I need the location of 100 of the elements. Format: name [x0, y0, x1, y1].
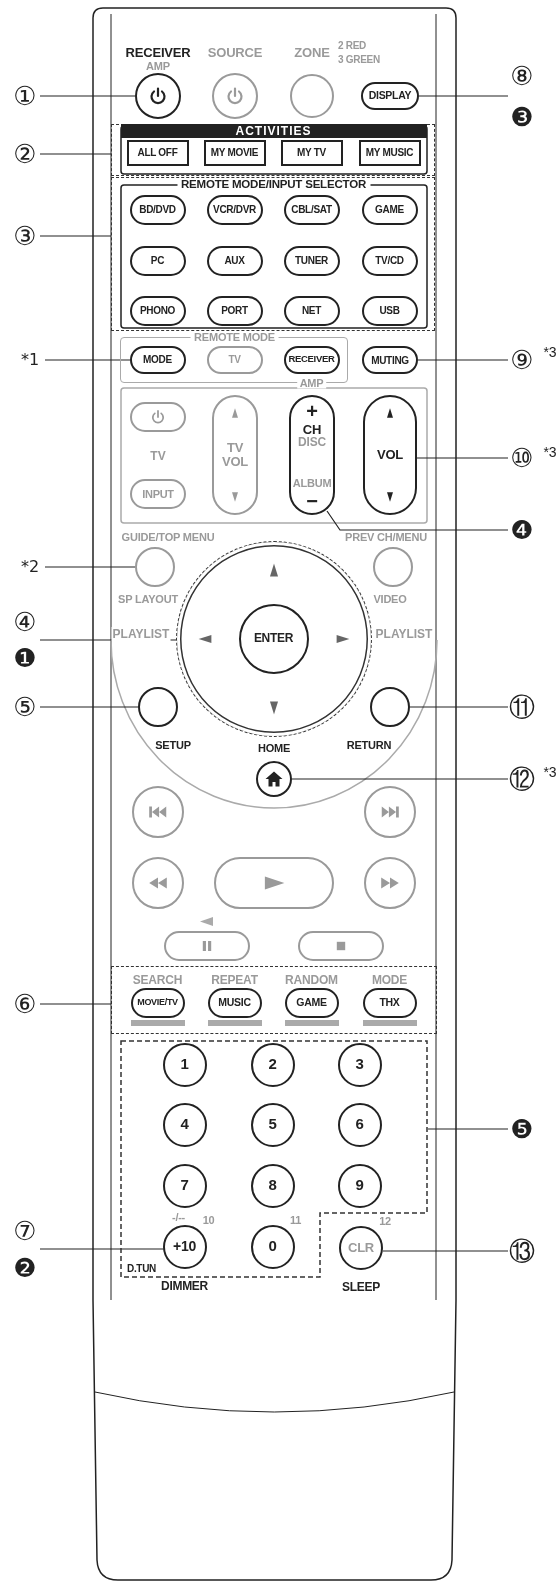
dashed-group-outline — [111, 124, 435, 176]
leader-line — [39, 235, 112, 237]
remote-button: 8 — [250, 1163, 295, 1208]
remote-button: INPUT — [130, 479, 186, 509]
remote-button: MY MOVIE — [203, 139, 266, 166]
callout-number: ❹ — [510, 517, 534, 543]
remote-button: MUTING — [362, 346, 418, 374]
callout-number: ⑩ — [510, 445, 534, 471]
leader-line — [427, 1128, 509, 1130]
remote-button: TV VOL — [212, 395, 258, 515]
remote-button: GAME — [361, 194, 418, 225]
footnote-mark: *3 — [543, 765, 557, 779]
dashed-group-outline — [111, 966, 437, 1034]
button-label: SEARCH — [132, 973, 183, 986]
remote-button: VOL — [363, 395, 417, 515]
callout-number: ④ — [13, 609, 37, 635]
footnote-mark: *2 — [20, 559, 40, 575]
remote-button: 2 — [250, 1042, 295, 1087]
panel-label: TV — [149, 449, 167, 463]
remote-button: PHONO — [129, 295, 186, 326]
button-label: SETUP — [155, 739, 191, 751]
remote-button: CBL/SAT — [283, 194, 340, 225]
remote-button: 1 — [162, 1042, 207, 1087]
panel-label: PLAYLIST — [374, 627, 434, 641]
button-label: 11 — [290, 1214, 301, 1225]
button-label: -/-- — [172, 1211, 185, 1222]
remote-button: NET — [283, 295, 340, 326]
button-label: REPEAT — [211, 973, 258, 986]
remote-button: MY TV — [280, 139, 343, 166]
leader-line — [39, 95, 136, 97]
button-label: MODE — [371, 973, 408, 986]
callout-number: ② — [13, 141, 37, 167]
remote-button: BD/DVD — [129, 194, 186, 225]
button-label: SP LAYOUT — [118, 593, 178, 605]
remote-button: TV — [206, 345, 263, 374]
callout-number: ③ — [13, 223, 37, 249]
leader-line — [39, 706, 139, 708]
leader-line — [291, 778, 509, 780]
remote-button: ALL OFF — [126, 139, 189, 166]
button-label: AMP — [296, 377, 327, 388]
button-label: DIMMER — [161, 1279, 208, 1292]
callout-number: ⑬ — [509, 1238, 535, 1264]
leader-line — [382, 1250, 509, 1252]
leader-line — [39, 1003, 112, 1005]
leader-line — [39, 153, 112, 155]
button-label: RECEIVER — [125, 45, 191, 59]
callout-number: ① — [13, 83, 37, 109]
section-heading: REMOTE MODE/INPUT SELECTOR — [177, 178, 370, 191]
remote-button: TUNER — [283, 245, 340, 276]
remote-button: VCR/DVR — [206, 194, 263, 225]
callout-number: ⑥ — [13, 991, 37, 1017]
button-label: RETURN — [346, 739, 392, 751]
remote-button: 7 — [162, 1163, 207, 1208]
section-heading: REMOTE MODE — [190, 331, 279, 342]
remote-button: 3 — [337, 1042, 382, 1087]
remote-button: 6 — [337, 1102, 382, 1147]
callout-number: ❷ — [13, 1255, 37, 1281]
remote-button: TV/CD — [361, 245, 418, 276]
button-label: VIDEO — [373, 593, 407, 605]
dashed-group-outline — [111, 177, 435, 331]
button-label: AMP — [146, 60, 170, 72]
footnote-mark: *3 — [543, 345, 557, 359]
callout-number: ⑧ — [510, 63, 534, 89]
callout-number: ⑪ — [509, 694, 535, 720]
remote-button: MODE — [129, 345, 186, 374]
remote-button: DISPLAY — [361, 82, 419, 110]
button-label: PREV CH/MENU — [345, 531, 427, 543]
leader-line — [417, 359, 509, 361]
callout-number: ❶ — [13, 645, 37, 671]
button-label: GUIDE/TOP MENU — [121, 531, 215, 543]
button-label: SOURCE — [207, 45, 263, 59]
callout-number: ⑨ — [510, 347, 534, 373]
button-label: 2 RED — [338, 41, 366, 51]
remote-button: AUX — [206, 245, 263, 276]
round-button — [364, 786, 416, 838]
round-button — [364, 857, 416, 909]
leader-line — [44, 566, 136, 568]
section-heading: ACTIVITIES — [120, 123, 427, 138]
remote-button: 9 — [337, 1163, 382, 1208]
footnote-mark: *1 — [20, 352, 40, 368]
round-button — [298, 931, 384, 961]
callout-number: ❸ — [510, 104, 534, 130]
footnote-mark: *3 — [543, 445, 557, 459]
round-button — [132, 786, 184, 838]
remote-button: USB — [361, 295, 418, 326]
button-label: ZONE — [294, 45, 330, 59]
round-button — [164, 931, 250, 961]
round-button — [214, 857, 334, 909]
panel-label: PLAYLIST — [111, 627, 171, 641]
leader-line — [44, 359, 131, 361]
callout-number: ⑦ — [13, 1218, 37, 1244]
remote-button: PORT — [206, 295, 263, 326]
button-label: 10 — [202, 1214, 215, 1225]
button-label: HOME — [257, 742, 291, 754]
remote-button: ENTER — [238, 603, 309, 674]
leader-line — [416, 457, 509, 459]
remote-button: 5 — [250, 1102, 295, 1147]
remote-button: 4 — [162, 1102, 207, 1147]
button-label: D.TUN — [126, 1263, 157, 1274]
leader-line — [409, 706, 509, 708]
